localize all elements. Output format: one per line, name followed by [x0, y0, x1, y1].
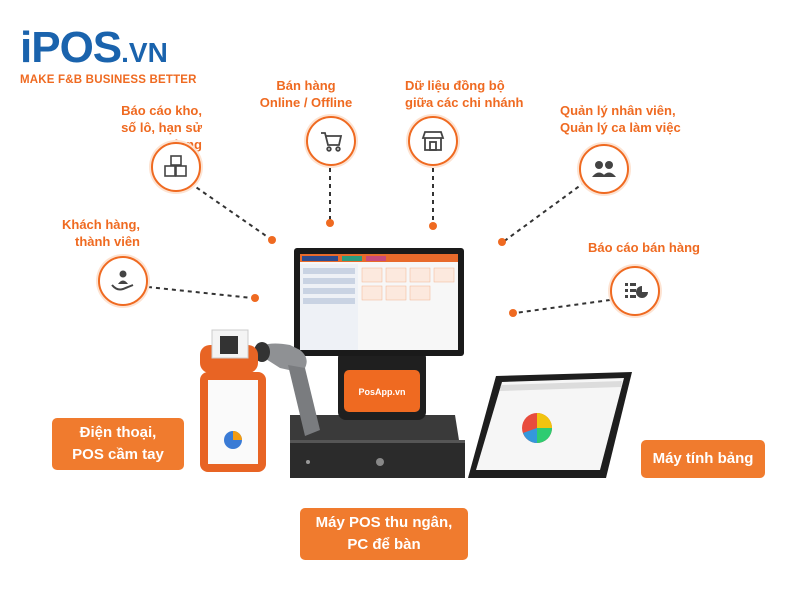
feature-sales-label: Bán hàng Online / Offline: [248, 77, 364, 111]
report-icon: [610, 266, 660, 316]
connector-dot: [429, 222, 437, 230]
label-line: Quản lý nhân viên,: [560, 103, 676, 118]
label-line: Online / Offline: [259, 95, 353, 110]
feature-sync-label: Dữ liệu đồng bộ giữa các chi nhánh: [405, 77, 535, 111]
tablet: [468, 372, 632, 478]
label-line: Điện thoại,: [79, 424, 157, 441]
handheld-pos: [200, 329, 266, 472]
device-phone-label: Điện thoại, POS cầm tay: [52, 418, 184, 470]
label-line: Báo cáo bán hàng: [588, 240, 700, 255]
label-line: POS cầm tay: [72, 446, 164, 463]
connector-dot: [251, 294, 259, 302]
feature-staff-label: Quản lý nhân viên, Quản lý ca làm việc: [560, 102, 710, 136]
staff-icon: [579, 144, 629, 194]
printer-brand: PosApp.vn: [358, 387, 405, 397]
device-pos-label: Máy POS thu ngân, PC để bàn: [300, 508, 468, 560]
feature-customers-label: Khách hàng, thành viên: [48, 216, 140, 250]
label-line: Bán hàng: [276, 78, 336, 93]
tagline: MAKE F&B BUSINESS BETTER: [20, 74, 197, 86]
cash-drawer: [290, 415, 465, 478]
connector-dot: [268, 236, 276, 244]
label-line: Báo cáo kho,: [121, 103, 202, 118]
connector-dot: [498, 238, 506, 246]
store-icon: [408, 116, 458, 166]
label-line: Quản lý ca làm việc: [560, 120, 681, 135]
boxes-icon: [151, 142, 201, 192]
logo-main: iPOS: [20, 23, 122, 72]
receipt-printer: PosApp.vn: [338, 350, 426, 420]
label-line: giữa các chi nhánh: [405, 95, 524, 110]
cart-icon: [306, 116, 356, 166]
connector-dot: [509, 309, 517, 317]
label-line: Dữ liệu đồng bộ: [405, 78, 505, 93]
label-line: thành viên: [74, 234, 140, 249]
pos-monitor: [294, 248, 464, 356]
connector-dot: [326, 219, 334, 227]
ipos-logo: iPOS.VN: [20, 26, 168, 75]
device-tablet-label: Máy tính bảng: [641, 440, 765, 478]
label-line: Máy tính bảng: [652, 450, 754, 467]
feature-report-label: Báo cáo bán hàng: [588, 239, 708, 256]
label-line: Khách hàng,: [61, 217, 140, 232]
label-line: PC để bàn: [347, 536, 421, 553]
customer-hand-icon: [98, 256, 148, 306]
label-line: Máy POS thu ngân,: [315, 514, 453, 531]
logo-suffix: .VN: [121, 37, 168, 68]
